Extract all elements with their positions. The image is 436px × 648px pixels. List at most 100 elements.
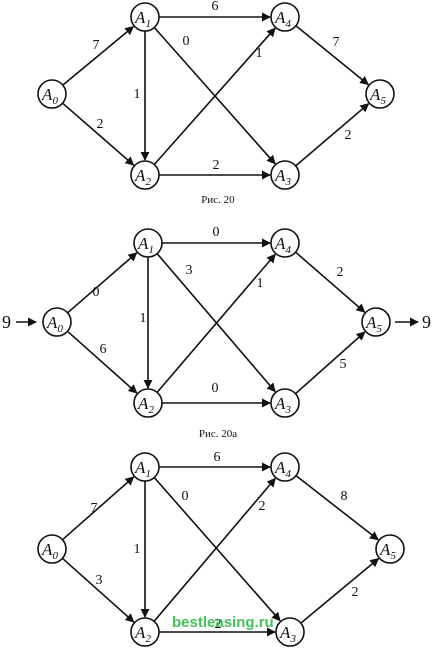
edge-weight-a1-a3: 0 (183, 34, 190, 49)
edge-weight-a3-a5: 5 (340, 357, 347, 372)
node-label-a3: A3 (279, 623, 296, 645)
node-label-a3: A3 (274, 394, 291, 416)
node-a4: A4 (270, 2, 300, 32)
edge-weight-a1-a3: 0 (182, 489, 189, 504)
node-a1: A1 (133, 228, 163, 258)
node-label-a5: A5 (369, 85, 386, 107)
source-flow-value: 9 (2, 312, 11, 332)
node-a2: A2 (133, 388, 163, 418)
node-circle (130, 2, 160, 32)
edge-weight-a1-a2: 1 (134, 87, 141, 102)
node-label-a2: A2 (134, 166, 151, 188)
edge-a0-a1 (67, 252, 138, 314)
node-circle (37, 534, 67, 564)
edge-a2-a4 (153, 27, 276, 166)
node-circle (130, 452, 160, 482)
node-circle (361, 307, 391, 337)
edge-a0-a1 (61, 476, 135, 541)
node-a1: A1 (130, 2, 160, 32)
edge-a4-a5 (295, 474, 379, 541)
edge-weight-a1-a2: 1 (134, 542, 141, 557)
edge-weight-a2-a4: 2 (259, 499, 266, 514)
node-circle (375, 534, 405, 564)
edge-a3-a5 (294, 331, 366, 395)
node-label-a2: A2 (134, 623, 151, 645)
edge-weight-a2-a3: 2 (213, 158, 220, 173)
node-circle (270, 388, 300, 418)
node-label-a0: A0 (41, 540, 58, 562)
edge-weight-a4-a5: 7 (333, 35, 340, 50)
node-a3: A3 (275, 617, 305, 647)
node-a4: A4 (270, 228, 300, 258)
node-circle (275, 617, 305, 647)
node-circle (133, 388, 163, 418)
edge-weight-a1-a4: 6 (214, 450, 221, 465)
edge-weight-a3-a5: 2 (352, 585, 359, 600)
node-label-a5: A5 (365, 313, 382, 335)
node-circle (270, 160, 300, 190)
node-a0: A0 (37, 534, 67, 564)
node-circle (365, 79, 395, 109)
edge-weight-a0-a1: 7 (93, 38, 100, 53)
node-circle (130, 617, 160, 647)
node-label-a1: A1 (134, 8, 151, 30)
edge-a2-a4 (153, 477, 276, 622)
node-a3: A3 (270, 388, 300, 418)
edge-weight-a0-a1: 0 (93, 285, 100, 300)
edge-a0-a1 (62, 25, 135, 86)
node-circle (42, 307, 72, 337)
node-a5: A5 (365, 79, 395, 109)
edge-weight-a1-a3: 3 (186, 263, 193, 278)
edge-weight-a1-a2: 1 (140, 311, 147, 326)
edge-weight-a0-a2: 3 (96, 573, 103, 588)
diagram-caption: Рис. 20а (199, 428, 237, 440)
node-label-a0: A0 (41, 85, 58, 107)
edge-a3-a5 (295, 103, 370, 167)
watermark-text: bestleasing.ru (172, 614, 274, 631)
edge-weight-a2-a4: 1 (257, 276, 264, 291)
sink-flow-value: 9 (422, 312, 431, 332)
node-label-a0: A0 (46, 313, 63, 335)
edge-weight-a4-a5: 2 (337, 265, 344, 280)
node-a3: A3 (270, 160, 300, 190)
node-circle (130, 160, 160, 190)
node-a2: A2 (130, 617, 160, 647)
diagram-caption: Рис. 20 (201, 194, 235, 206)
node-circle (133, 228, 163, 258)
edge-weight-a2-a3: 0 (212, 381, 219, 396)
edge-weight-a0-a1: 7 (91, 501, 98, 516)
edge-a0-a2 (61, 557, 135, 623)
node-a4: A4 (270, 452, 300, 482)
node-circle (270, 228, 300, 258)
edge-weight-a3-a5: 2 (345, 128, 352, 143)
edge-a4-a5 (295, 251, 366, 313)
node-circle (270, 452, 300, 482)
node-a1: A1 (130, 452, 160, 482)
node-label-a4: A4 (274, 458, 291, 480)
edge-weight-a1-a4: 0 (213, 225, 220, 240)
edge-a1-a3 (153, 476, 281, 622)
node-label-a4: A4 (274, 234, 291, 256)
edge-weight-a4-a5: 8 (341, 489, 348, 504)
node-label-a4: A4 (274, 8, 291, 30)
node-label-a2: A2 (137, 394, 154, 416)
node-label-a1: A1 (137, 234, 154, 256)
node-label-a3: A3 (274, 166, 291, 188)
edge-a0-a2 (62, 102, 135, 166)
edge-weight-a0-a2: 6 (100, 342, 107, 357)
node-a5: A5 (361, 307, 391, 337)
node-a0: A0 (42, 307, 72, 337)
node-circle (37, 79, 67, 109)
edge-weight-a1-a4: 6 (212, 0, 219, 14)
node-a5: A5 (375, 534, 405, 564)
edge-a4-a5 (295, 25, 369, 86)
node-circle (270, 2, 300, 32)
node-label-a5: A5 (379, 540, 396, 562)
edge-a2-a4 (156, 253, 276, 393)
node-label-a1: A1 (134, 458, 151, 480)
edge-weight-a0-a2: 2 (97, 117, 104, 132)
